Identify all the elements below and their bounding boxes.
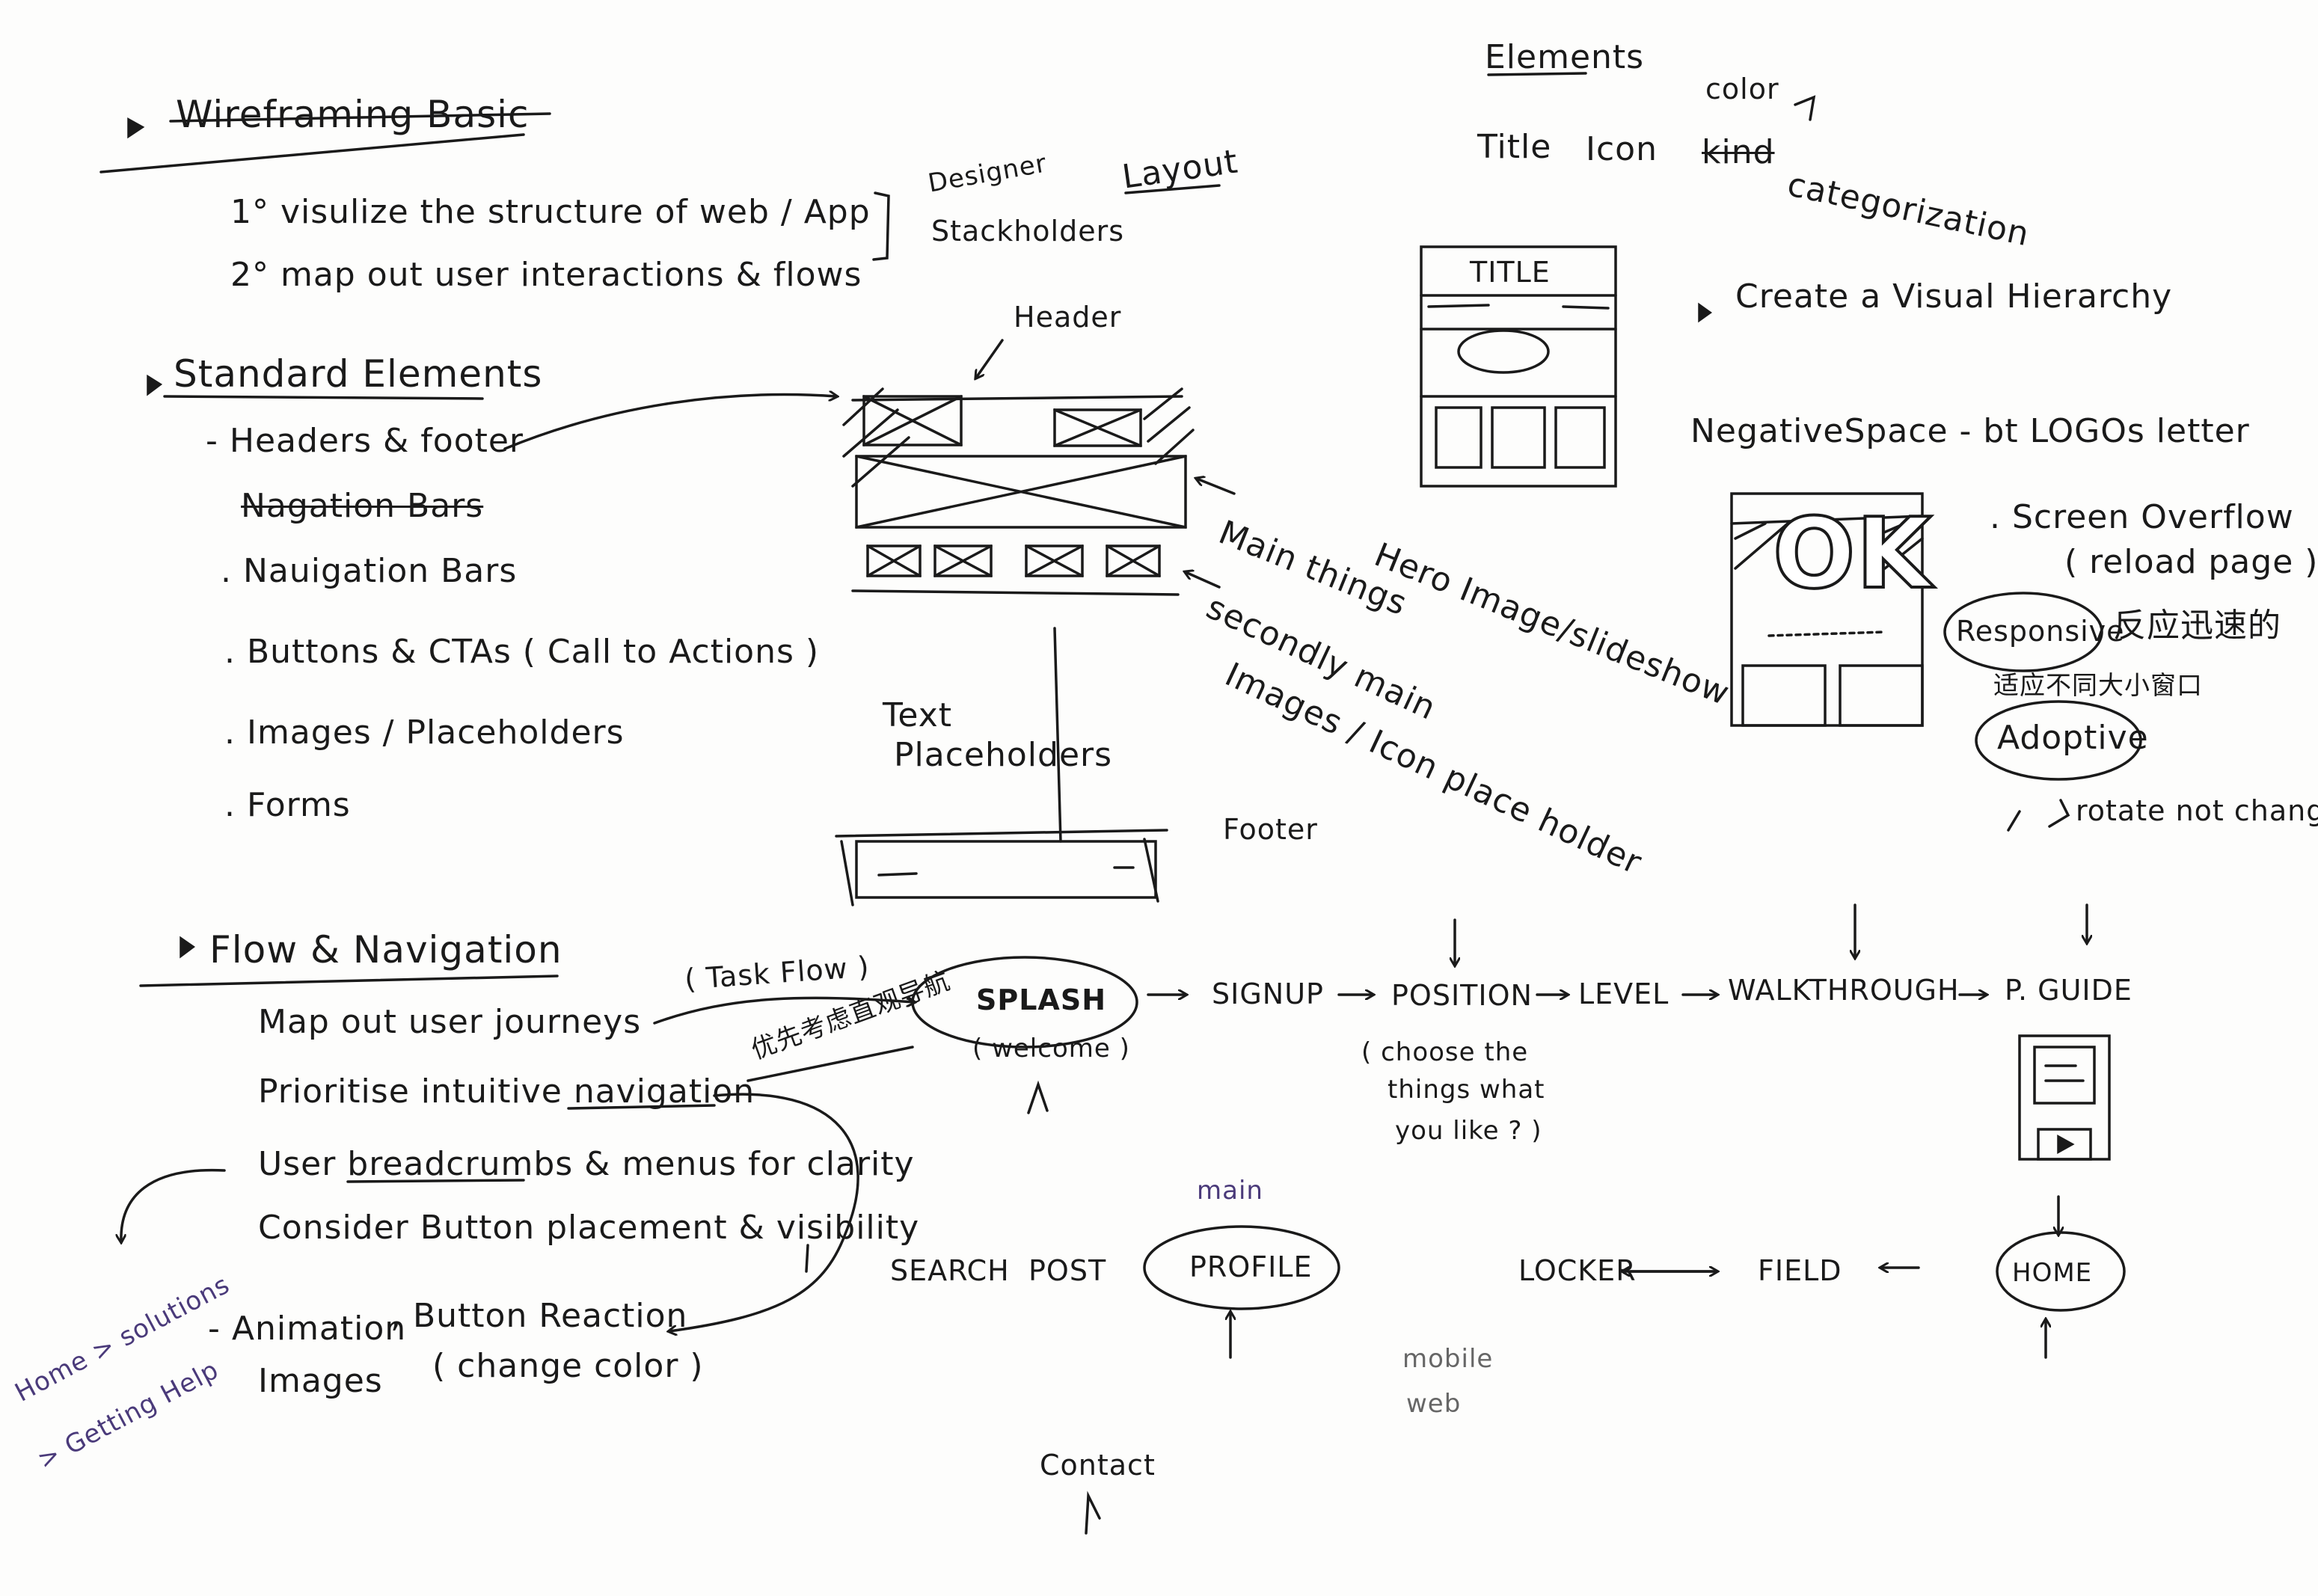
bullet-triangle (147, 374, 163, 396)
ok-logo-text: OK (1771, 497, 1933, 610)
flow-node-level: LEVEL (1578, 977, 1669, 1010)
visual-hierarchy-label: Create a Visual Hierarchy (1735, 277, 2173, 316)
responsive-label: Responsive (1956, 615, 2125, 648)
standard-item: . Forms (224, 786, 351, 824)
standard-item: . Nauigation Bars (221, 552, 518, 590)
reload-label: ( reload page ) (2064, 543, 2318, 581)
contact-node: Contact (1040, 1449, 1156, 1482)
standard-item: . Buttons & CTAs ( Call to Actions ) (224, 633, 820, 671)
flow-node-position: POSITION (1391, 979, 1533, 1012)
flow-item: User breadcrumbs & menus for clarity (258, 1145, 915, 1183)
wireframing-item: 2° map out user interactions & flows (230, 256, 862, 294)
mobile-label: mobile (1402, 1344, 1494, 1374)
flow-item: Consider Button placement & visibility (258, 1209, 920, 1247)
flow-item: Prioritise intuitive navigation (258, 1072, 755, 1111)
responsive-cn-label: 反应迅速的 (2113, 607, 2281, 645)
main-label: main (1197, 1176, 1263, 1206)
web-label: web (1406, 1389, 1462, 1419)
text-placeholders-label: Placeholders (894, 736, 1113, 774)
welcome-label: ( welcome ) (972, 1034, 1130, 1064)
kind-label-struck: kind (1702, 133, 1775, 171)
adaptive-oval (1975, 700, 2142, 781)
adaptive-label: Adoptive (1997, 719, 2149, 757)
standard-item-struck: Nagation Bars (241, 487, 484, 525)
change-color-label: ( change color ) (432, 1347, 704, 1385)
pguide-phone-sketch (2018, 1034, 2111, 1161)
nav-node-locker: LOCKER (1518, 1254, 1637, 1287)
text-placeholders-label: Text (883, 696, 952, 734)
nav-node-home: HOME (2012, 1258, 2093, 1288)
nav-node-search: SEARCH (890, 1254, 1010, 1287)
nav-node-post: POST (1028, 1254, 1107, 1287)
bullet-triangle (127, 117, 145, 139)
website-wireframe-sketch (835, 387, 1195, 906)
mock-title: TITLE (1470, 256, 1551, 289)
button-reaction-label: , Button Reaction (390, 1297, 688, 1335)
ok-logo-mockup-sketch (1730, 492, 1924, 727)
animation-label: - Animation (208, 1310, 407, 1348)
images-label: Images (258, 1362, 383, 1400)
screen-overflow-label: . Screen Overflow (1990, 498, 2294, 536)
title-mockup-sketch (1420, 245, 1617, 488)
section-title-wireframing: Wireframing Basic (176, 93, 530, 136)
flow-node-signup: SIGNUP (1212, 977, 1324, 1010)
elements-title-word: Title (1477, 128, 1552, 166)
elements-icon-word: Icon (1586, 130, 1658, 168)
choose-label: ( choose the (1361, 1037, 1529, 1067)
elements-title: Elements (1485, 38, 1645, 76)
header-label: Header (1014, 301, 1122, 334)
color-label: color (1705, 73, 1779, 105)
adaptive-cn-label: 适应不同大小窗口 (1993, 671, 2203, 701)
bullet-triangle (180, 936, 195, 959)
wireframing-item: 1° visulize the structure of web / App (230, 193, 871, 231)
rotate-label: rotate not change (2076, 794, 2318, 827)
choose-label: you like ? ) (1395, 1116, 1542, 1146)
flow-node-walkthrough: WALKTHROUGH (1728, 974, 1960, 1007)
standard-item: - Headers & footer (206, 422, 524, 460)
negative-space-label: NegativeSpace - bt LOGOs letter (1690, 412, 2250, 450)
section-title-flow: Flow & Navigation (209, 928, 562, 972)
responsive-oval (1943, 592, 2103, 672)
standard-item: . Images / Placeholders (224, 713, 625, 752)
profile-oval (1143, 1225, 1340, 1310)
footer-label: Footer (1223, 813, 1318, 846)
nav-node-profile: PROFILE (1189, 1250, 1313, 1283)
flow-node-pguide: P. GUIDE (2005, 974, 2133, 1007)
splash-node: SPLASH (976, 983, 1107, 1016)
splash-oval (911, 956, 1138, 1049)
section-title-standard: Standard Elements (174, 352, 543, 396)
nav-node-field: FIELD (1758, 1254, 1842, 1287)
audience-label: Stackholders (931, 215, 1125, 248)
home-oval (1996, 1231, 2126, 1312)
choose-label: things what (1388, 1075, 1545, 1105)
bullet-triangle (1698, 302, 1713, 323)
flow-item: Map out user journeys (258, 1003, 642, 1041)
